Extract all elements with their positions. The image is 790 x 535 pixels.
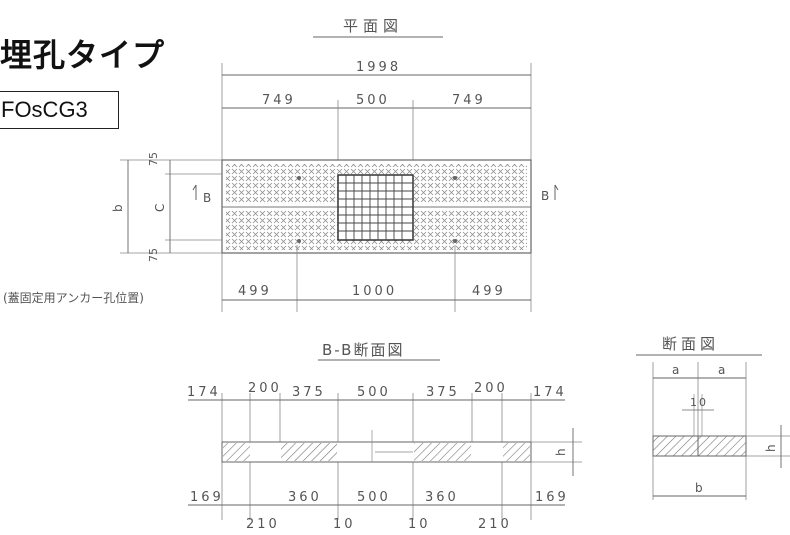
- model-code: FOsCG3: [1, 97, 88, 122]
- anchor-note: (蓋固定用アンカー孔位置): [3, 290, 144, 305]
- cross-section-body: [652, 435, 747, 457]
- anchor-hole: [297, 176, 301, 180]
- cross-section-view: 断面図 a a 10 h b: [636, 335, 790, 500]
- page-title: 埋孔タイプ: [0, 36, 166, 74]
- bb-dim-10-left: 10: [333, 517, 356, 532]
- bb-dim-375-left: 375: [292, 385, 326, 400]
- model-code-box: FOsCG3: [0, 91, 119, 129]
- bb-section-label: B-B断面図: [322, 341, 404, 359]
- plan-view: 平面図 1998 749 500 749: [3, 17, 559, 312]
- dim-749-left: 749: [262, 93, 296, 108]
- dim-75-top: 75: [147, 152, 160, 166]
- dim-c: C: [153, 204, 167, 212]
- dim-499-left: 499: [238, 284, 272, 299]
- anchor-hole: [453, 239, 457, 243]
- hatched-block: [414, 443, 471, 461]
- hatched-block: [223, 443, 250, 461]
- dim-499-right: 499: [472, 284, 506, 299]
- hatched-block: [503, 443, 530, 461]
- overall-dim: 1998: [356, 60, 401, 75]
- bb-height-h: h: [554, 448, 568, 456]
- bb-dim-360-left: 360: [288, 490, 322, 505]
- cross-section-label: 断面図: [662, 335, 719, 353]
- section-mark-right: B: [541, 189, 549, 203]
- bb-dim-200-right: 200: [474, 381, 508, 396]
- bb-dim-174-left: 174: [187, 385, 221, 400]
- bb-dim-169-right: 169: [535, 490, 569, 505]
- dim-b: b: [111, 204, 125, 212]
- cross-width-b: b: [695, 481, 703, 495]
- anchor-hole: [453, 176, 457, 180]
- dim-75-bottom: 75: [147, 248, 160, 262]
- section-mark-left: B: [203, 191, 211, 205]
- plan-view-label: 平面図: [343, 17, 403, 35]
- hatched-block: [281, 443, 337, 461]
- bb-dim-169-left: 169: [190, 490, 224, 505]
- bb-dim-500-top: 500: [357, 385, 391, 400]
- cross-dim-a-left: a: [672, 363, 679, 377]
- anchor-hole: [297, 239, 301, 243]
- cross-gap-10: 10: [690, 396, 708, 409]
- dim-749-right: 749: [452, 93, 486, 108]
- bb-section-view: B-B断面図 174 200 375 500 375 200 174: [187, 341, 582, 532]
- cross-dim-a-right: a: [718, 363, 725, 377]
- center-grid: [337, 174, 414, 241]
- bb-dim-10-right: 10: [408, 517, 431, 532]
- bb-dim-210-left: 210: [246, 517, 280, 532]
- bb-dim-174-right: 174: [533, 385, 567, 400]
- dim-1000: 1000: [352, 284, 397, 299]
- bb-dim-210-right: 210: [478, 517, 512, 532]
- bb-dim-200-left: 200: [248, 381, 282, 396]
- bb-dim-375-right: 375: [426, 385, 460, 400]
- cross-height-h: h: [764, 444, 778, 452]
- bb-dim-500-bottom: 500: [357, 490, 391, 505]
- bb-dim-360-right: 360: [425, 490, 459, 505]
- dim-500: 500: [356, 93, 390, 108]
